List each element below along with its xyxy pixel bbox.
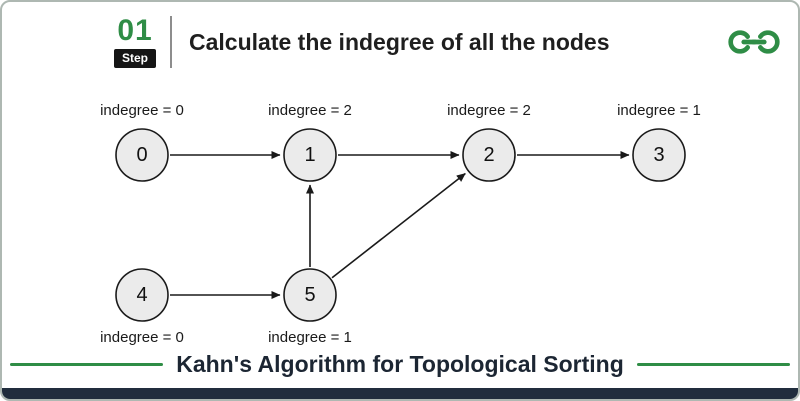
graph-node-4	[115, 268, 169, 322]
indegree-label-4: indegree = 0	[100, 329, 184, 346]
page-title: Calculate the indegree of all the nodes	[189, 28, 610, 55]
graph-node-label-1: 1	[304, 144, 315, 166]
graph-node-label-2: 2	[483, 144, 494, 166]
indegree-label-5: indegree = 1	[268, 329, 352, 346]
indegree-label-1: indegree = 2	[268, 102, 352, 119]
graph-node-3	[632, 128, 686, 182]
geeksforgeeks-logo-icon	[726, 24, 782, 60]
graph-node-2	[462, 128, 516, 182]
footer-rule-left	[10, 363, 164, 366]
graph-node-5	[283, 268, 337, 322]
step-badge: Step	[114, 49, 157, 68]
step-indicator: 01 Step	[114, 14, 157, 68]
step-number: 01	[117, 14, 153, 48]
bottom-accent-bar	[2, 388, 798, 399]
indegree-label-0: indegree = 0	[100, 102, 184, 119]
indegree-label-3: indegree = 1	[617, 102, 701, 119]
footer-caption: Kahn's Algorithm for Topological Sorting	[176, 351, 624, 377]
graph-node-0	[115, 128, 169, 182]
footer-rule-right	[636, 363, 790, 366]
graph-node-label-5: 5	[304, 284, 315, 306]
graph-node-label-3: 3	[653, 144, 664, 166]
header: 01 Step Calculate the indegree of all th…	[114, 16, 782, 68]
graph-edge-5-2	[331, 172, 466, 279]
graph-node-label-4: 4	[136, 284, 147, 306]
header-divider	[170, 16, 173, 68]
graph-node-label-0: 0	[136, 144, 147, 166]
graph-node-1	[283, 128, 337, 182]
indegree-label-2: indegree = 2	[447, 102, 531, 119]
footer: Kahn's Algorithm for Topological Sorting	[10, 351, 790, 378]
